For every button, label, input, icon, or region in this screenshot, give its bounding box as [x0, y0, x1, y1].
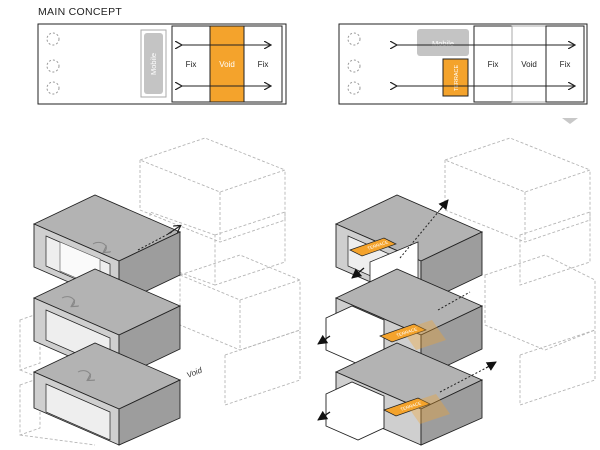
ghost-volume — [224, 329, 301, 406]
pile-circle — [347, 32, 361, 46]
mobile-label: Mobile — [149, 53, 158, 75]
void-label: Void — [219, 60, 235, 69]
plan-left: Mobile Fix Void Fix — [37, 23, 287, 105]
terrace-label: TERRACE — [367, 240, 389, 251]
terrace-label: TERRACE — [454, 65, 460, 92]
terrace-shadow — [406, 394, 450, 424]
terrace-label: TERRACE — [396, 327, 418, 338]
axo-left: Void — [19, 137, 301, 446]
terrace-shadow — [402, 320, 446, 350]
ghost-volume — [519, 329, 596, 406]
pile-circle — [347, 81, 361, 95]
axo-right: TERRACE TERRACE TERRACE — [317, 137, 596, 446]
fix-left-label: Fix — [186, 60, 197, 69]
terrace-panel — [349, 237, 397, 257]
axo-box-middle: TERRACE — [317, 268, 484, 379]
pile-circle — [46, 59, 60, 73]
mobile-label: Mobile — [432, 39, 454, 48]
pile-circle — [46, 32, 60, 46]
axo-box-bottom: TERRACE — [317, 342, 497, 446]
fix-left-label: Fix — [488, 60, 499, 69]
pile-circle — [347, 59, 361, 73]
ghost-volume — [519, 211, 591, 286]
ghost-volume — [19, 377, 96, 446]
mobile-module-inner — [144, 33, 163, 94]
scroll-triangle — [562, 118, 578, 124]
terrace-label: TERRACE — [400, 401, 422, 412]
page-title: MAIN CONCEPT — [38, 6, 123, 18]
void-label: Void — [185, 365, 203, 379]
terrace-panel — [379, 323, 427, 343]
terrace-panel — [383, 397, 431, 417]
pile-circle — [46, 81, 60, 95]
axo-box-bottom — [32, 342, 182, 446]
fix-right-label: Fix — [560, 60, 571, 69]
fix-right-label: Fix — [258, 60, 269, 69]
ghost-volume — [484, 254, 596, 351]
void-label: Void — [521, 60, 537, 69]
plan-right: Mobile TERRACE Fix Void Fix — [338, 23, 588, 105]
